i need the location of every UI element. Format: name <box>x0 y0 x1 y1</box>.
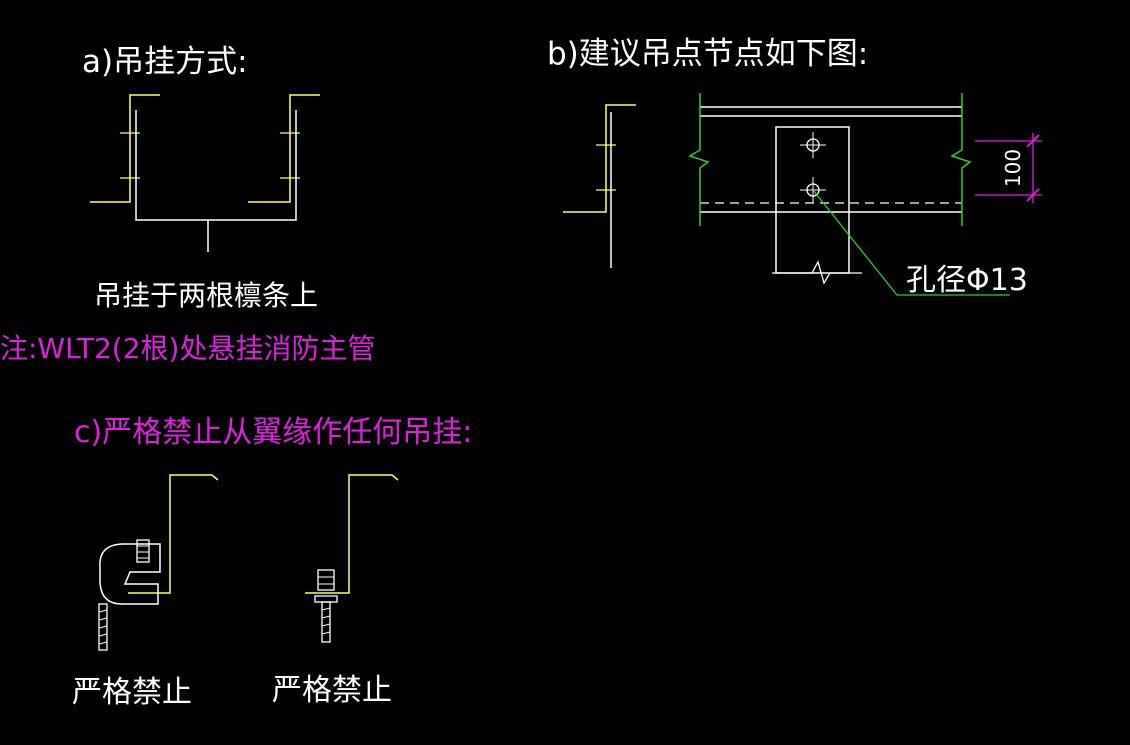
threaded-rod <box>98 603 108 651</box>
dimension-100: 100 <box>975 133 1042 203</box>
right-break-line <box>950 93 972 226</box>
nut-icon <box>317 569 335 591</box>
hole-leader-line <box>812 189 1010 296</box>
section-b: b)建议吊点节点如下图: <box>547 36 1042 298</box>
right-flange-profile <box>305 474 399 594</box>
purlin-elevation: 孔径Φ13 100 <box>688 93 1042 298</box>
right-purlin-section <box>248 94 320 203</box>
forbidden-example-rod: 严格禁止 <box>272 474 399 708</box>
section-a-note: 注:WLT2(2根)处悬挂消防主管 <box>0 332 375 365</box>
left-forbidden-caption: 严格禁止 <box>72 675 192 710</box>
section-c-title: c)严格禁止从翼缘作任何吊挂: <box>74 415 472 450</box>
plate-break-line <box>772 260 862 285</box>
right-forbidden-caption: 严格禁止 <box>272 673 392 708</box>
beam-clamp-icon <box>99 543 161 605</box>
purlin-side-view <box>563 104 636 268</box>
dimension-value: 100 <box>1001 149 1025 187</box>
left-purlin-section <box>90 94 160 203</box>
section-a: a)吊挂方式: 吊挂于两根檩条上 注:WLT2(2根)处悬挂消防主管 <box>0 44 375 365</box>
threaded-rod-2 <box>321 601 331 643</box>
purlin-pair-hanger-drawing <box>90 94 320 252</box>
forbidden-example-clamp: 严格禁止 <box>72 474 219 710</box>
left-flange-profile <box>128 474 219 594</box>
section-b-title: b)建议吊点节点如下图: <box>547 36 868 72</box>
hole-diameter-label: 孔径Φ13 <box>906 263 1028 298</box>
section-c: c)严格禁止从翼缘作任何吊挂: 严格禁止 <box>72 415 472 710</box>
section-a-title: a)吊挂方式: <box>82 44 248 80</box>
section-a-caption: 吊挂于两根檩条上 <box>94 279 318 312</box>
bolt-hole-upper <box>800 132 826 158</box>
hanger-frame <box>135 110 297 221</box>
left-break-line <box>688 93 710 226</box>
